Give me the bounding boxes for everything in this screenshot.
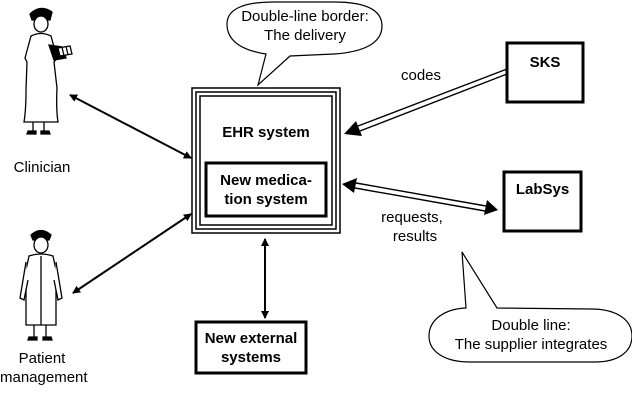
labsys-box	[502, 170, 583, 233]
callout-supplier-line2: The supplier integrates	[454, 336, 608, 353]
codes-label: codes	[400, 67, 442, 84]
clinician-figure	[23, 7, 73, 135]
callout-delivery-line1: Double-line border:	[241, 8, 369, 25]
sks-ehr-double-arrow	[344, 68, 508, 136]
patient-management-figure	[19, 229, 63, 341]
new-external-label-line2: systems	[220, 349, 282, 366]
ehr-labsys-double-arrow	[342, 178, 498, 215]
sks-label: SKS	[529, 54, 561, 71]
new-external-systems-box	[194, 320, 308, 375]
clinician-ehr-arrow	[69, 94, 192, 159]
requests-label: requests,	[381, 209, 443, 226]
new-external-label-line1: New external	[204, 330, 298, 347]
new-medication-system-box	[204, 161, 328, 218]
callout-supplier-line1: Double line:	[491, 317, 571, 334]
ehr-system-label: EHR system	[222, 124, 310, 141]
labsys-label: LabSys	[515, 181, 570, 198]
callout-delivery	[226, 1, 383, 87]
sks-box	[505, 41, 585, 104]
callout-supplier	[428, 251, 632, 363]
patient-label-line1: Patient	[18, 350, 66, 367]
patient-label-line2: management	[0, 369, 88, 386]
patient-ehr-arrow	[72, 213, 192, 294]
new-medication-label-line2: tion system	[224, 191, 308, 208]
results-label: results	[392, 228, 438, 245]
clinician-label: Clinician	[13, 159, 71, 176]
new-medication-label-line1: New medica-	[220, 172, 312, 189]
callout-delivery-line2: The delivery	[264, 27, 346, 44]
